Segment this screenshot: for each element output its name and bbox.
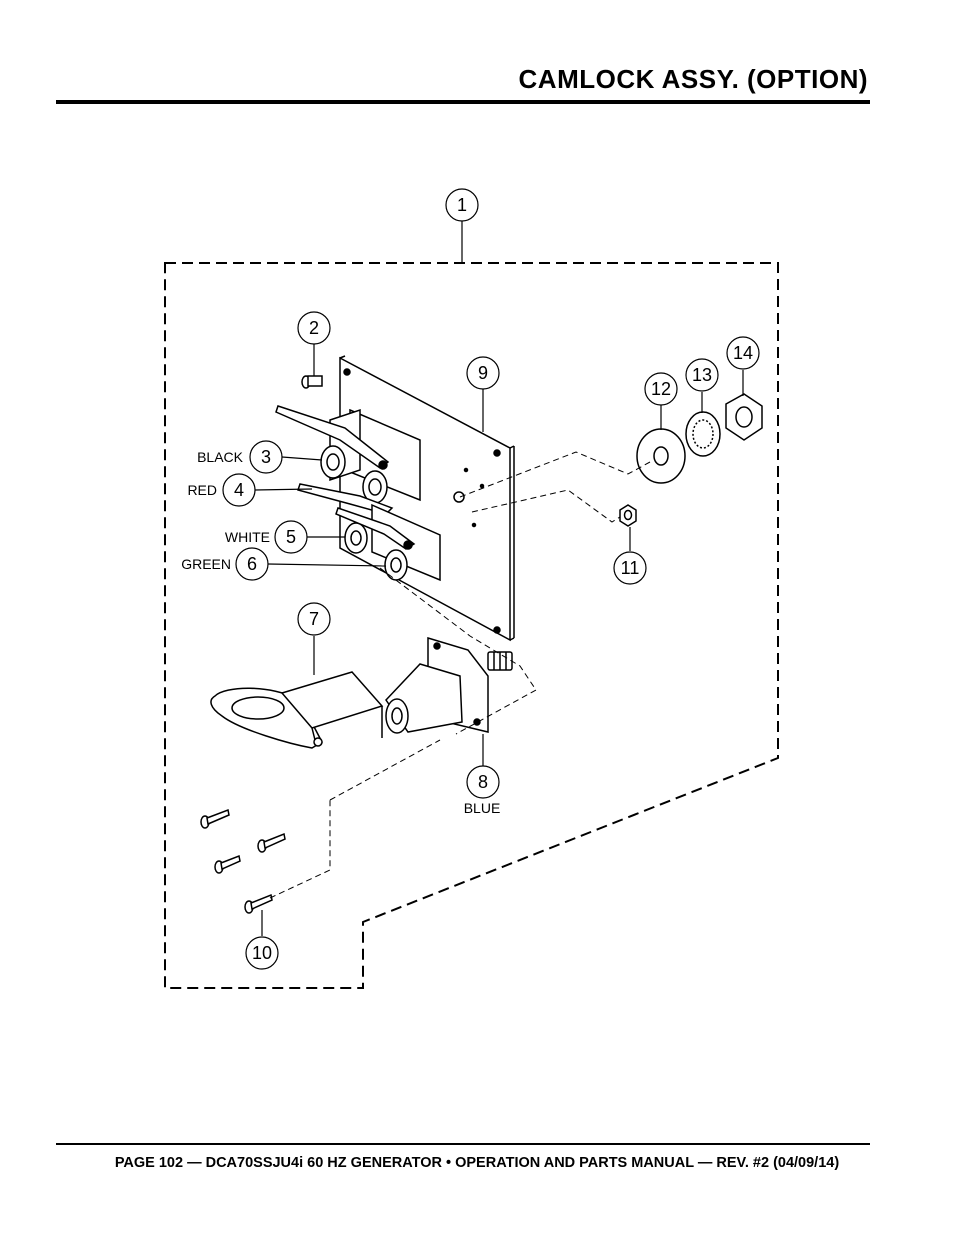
svg-text:11: 11 — [621, 558, 640, 578]
svg-text:8: 8 — [478, 772, 488, 792]
svg-text:14: 14 — [733, 343, 753, 363]
receptacle-lower — [335, 503, 441, 582]
panel-screw — [301, 375, 323, 389]
callout-2: 2 — [297, 311, 331, 345]
svg-text:7: 7 — [309, 609, 319, 629]
receptacle-upper — [275, 405, 421, 515]
leader-lines — [254, 221, 744, 936]
callout-3: 3 — [249, 440, 283, 474]
callout-10: 10 — [245, 936, 279, 970]
label-white: WHITE — [225, 529, 270, 545]
label-blue: BLUE — [464, 800, 501, 816]
callout-12: 12 — [644, 372, 678, 406]
callout-6: 6 — [235, 547, 269, 581]
page-title: CAMLOCK ASSY. (OPTION) — [518, 64, 868, 94]
svg-text:3: 3 — [261, 447, 271, 467]
page-footer: PAGE 102 — DCA70SSJU4i 60 HZ GENERATOR •… — [114, 1155, 840, 1171]
svg-text:9: 9 — [478, 363, 488, 383]
callout-9: 9 — [466, 356, 500, 390]
assembly-boundary — [164, 262, 779, 989]
flanged-receptacle — [385, 636, 513, 734]
callout-8: 8 — [466, 765, 500, 799]
protective-cover — [210, 671, 384, 749]
svg-text:6: 6 — [247, 554, 257, 574]
callout-14: 14 — [726, 336, 760, 370]
callout-5: 5 — [274, 520, 308, 554]
svg-text:2: 2 — [309, 318, 319, 338]
svg-text:1: 1 — [457, 195, 467, 215]
callout-7: 7 — [297, 602, 331, 636]
callout-11: 11 — [613, 551, 647, 585]
hardware — [619, 393, 763, 527]
svg-text:10: 10 — [252, 943, 272, 963]
label-green: GREEN — [181, 556, 231, 572]
svg-text:12: 12 — [651, 379, 671, 399]
footer-rule — [56, 1143, 870, 1145]
screws — [200, 808, 286, 914]
svg-text:4: 4 — [234, 480, 244, 500]
assembly-paths — [269, 451, 651, 899]
label-black: BLACK — [197, 449, 244, 465]
svg-text:5: 5 — [286, 527, 296, 547]
label-red: RED — [187, 482, 217, 498]
callout-1: 1 — [445, 188, 479, 222]
header-rule — [56, 100, 870, 104]
callout-13: 13 — [685, 358, 719, 392]
svg-text:13: 13 — [692, 365, 712, 385]
callout-4: 4 — [222, 473, 256, 507]
